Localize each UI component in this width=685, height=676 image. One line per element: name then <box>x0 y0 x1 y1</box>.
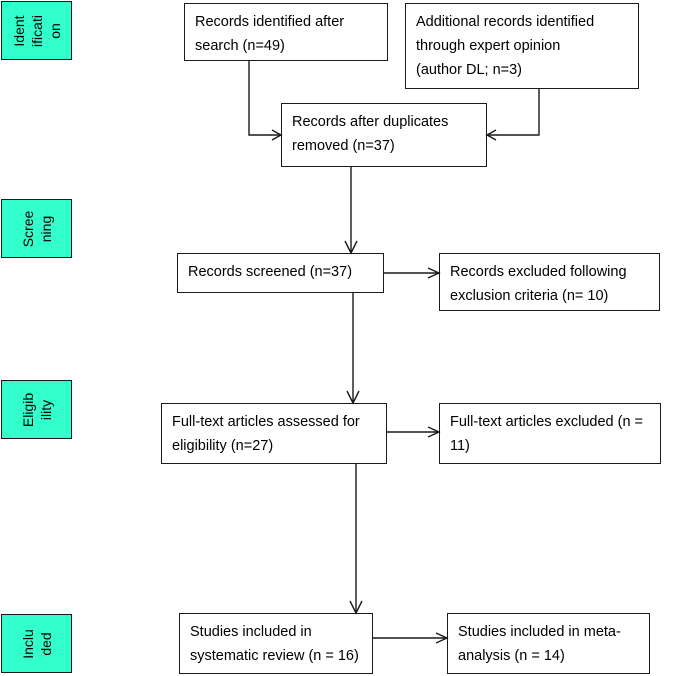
box-after-duplicates: Records after duplicates removed (n=37) <box>281 103 487 167</box>
stage-included: Inclu ded <box>1 614 72 673</box>
stage-screening: Scree ning <box>1 199 72 258</box>
stage-identification: Ident ificati on <box>1 1 72 60</box>
box-additional-records: Additional records identified through ex… <box>405 3 639 89</box>
box-meta-analysis: Studies included in meta- analysis (n = … <box>447 613 650 674</box>
box-records-excluded: Records excluded following exclusion cri… <box>439 253 660 311</box>
connector-expert-to-dedup <box>487 89 540 136</box>
connector-search-to-dedup <box>248 61 281 136</box>
box-systematic-review: Studies included in systematic review (n… <box>179 613 373 674</box>
box-records-screened: Records screened (n=37) <box>177 253 384 293</box>
stage-eligibility: Eligib ility <box>1 380 72 439</box>
box-fulltext-excluded: Full-text articles excluded (n = 11) <box>439 403 661 464</box>
box-fulltext-assessed: Full-text articles assessed for eligibil… <box>161 403 387 464</box>
box-records-identified: Records identified after search (n=49) <box>184 3 388 61</box>
